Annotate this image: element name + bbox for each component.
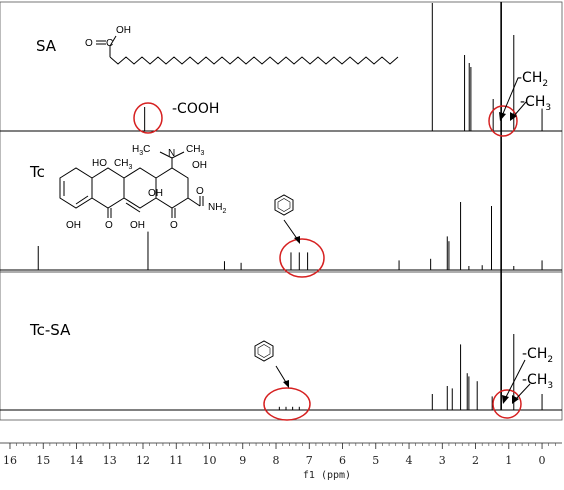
arrow-tcsa-aromatic	[275, 365, 288, 385]
x-tick-label: 1	[505, 454, 512, 467]
x-tick-label: 8	[273, 454, 280, 467]
arrow-head-ch3-sa	[510, 112, 517, 121]
tc-aromatic-circle	[279, 238, 325, 278]
tc-oh-left: OH	[66, 220, 81, 231]
x-tick-label: 15	[36, 454, 50, 467]
x-tick-label: 4	[406, 454, 413, 467]
x-tick-label: 2	[472, 454, 479, 467]
benzene-inner-tcsa	[257, 344, 271, 358]
label-tcsa: Tc-SA	[29, 321, 71, 339]
tc-o3: O	[196, 186, 204, 197]
x-tick-label: 11	[169, 454, 183, 467]
x-tick-label: 7	[306, 454, 313, 467]
label-ch2-tcsa: -CH2	[522, 346, 553, 365]
tc-nh2: NH2	[208, 202, 226, 215]
label-sa: SA	[36, 37, 57, 55]
tc-structure	[59, 151, 204, 218]
panel-sa	[0, 1, 563, 132]
label-ch2-sa: -CH2	[517, 70, 548, 89]
label-tc: Tc	[29, 163, 45, 181]
tc-o1: O	[105, 220, 113, 231]
x-tick-label: 10	[203, 454, 217, 467]
tc-oh-bottom: OH	[130, 220, 145, 231]
tc-ch3b: CH3	[114, 158, 132, 171]
arrow-ch2-sa	[501, 77, 519, 117]
x-tick-label: 5	[372, 454, 379, 467]
arrow-head-ch3-tcsa	[512, 395, 519, 404]
x-tick-label: 16	[3, 454, 17, 467]
benzene-icon-tc	[274, 194, 294, 216]
tc-ho: HO	[92, 158, 107, 169]
arrow-ch2-tcsa	[504, 359, 526, 400]
arrow-head-ch2-sa	[499, 112, 506, 121]
x-tick-label: 12	[136, 454, 150, 467]
sa-alkyl-circle	[488, 105, 518, 137]
spectrum-sa	[0, 3, 562, 132]
tc-o2: O	[170, 220, 178, 231]
x-tick-label: 13	[103, 454, 117, 467]
spectra-traces	[0, 2, 562, 411]
arrow-head-tc-aromatic	[294, 236, 300, 244]
label-ch3-tcsa: -CH3	[522, 372, 553, 391]
tc-h3c: H3C	[132, 144, 150, 157]
label-ch3-sa: -CH3	[520, 94, 551, 113]
sa-oh: OH	[116, 25, 131, 36]
x-tick-label: 9	[239, 454, 246, 467]
annotations: -COOH -CH2 -CH3 -CH2 -CH3	[133, 70, 553, 421]
benzene-icon-tcsa	[254, 340, 274, 362]
arrow-head-ch2-tcsa	[502, 395, 509, 404]
sa-c: C	[106, 38, 113, 49]
x-tick-label: 14	[69, 454, 83, 467]
x-tick-label: 0	[539, 454, 546, 467]
tc-oh-mid: OH	[148, 188, 163, 199]
label-cooh: -COOH	[172, 101, 219, 117]
spectrum-tc-sa	[0, 282, 562, 411]
tc-oh-top: OH	[192, 160, 207, 171]
cooh-circle	[133, 102, 163, 134]
arrow-head-tcsa-aromatic	[283, 380, 289, 388]
sa-structure	[96, 35, 399, 65]
arrow-ch3-sa	[512, 101, 527, 118]
sa-o: O	[85, 38, 93, 49]
x-axis-label: f1 (ppm)	[303, 470, 351, 481]
tc-ch3: CH3	[186, 144, 204, 157]
tcsa-aromatic-circle	[263, 387, 311, 421]
arrow-tc-aromatic	[283, 219, 299, 241]
tc-n: N	[168, 148, 175, 159]
benzene-inner-tc	[277, 198, 291, 212]
arrow-ch3-tcsa	[514, 383, 531, 401]
tcsa-alkyl-circle	[492, 389, 522, 419]
x-tick-label: 3	[439, 454, 446, 467]
x-tick-label: 6	[339, 454, 346, 467]
